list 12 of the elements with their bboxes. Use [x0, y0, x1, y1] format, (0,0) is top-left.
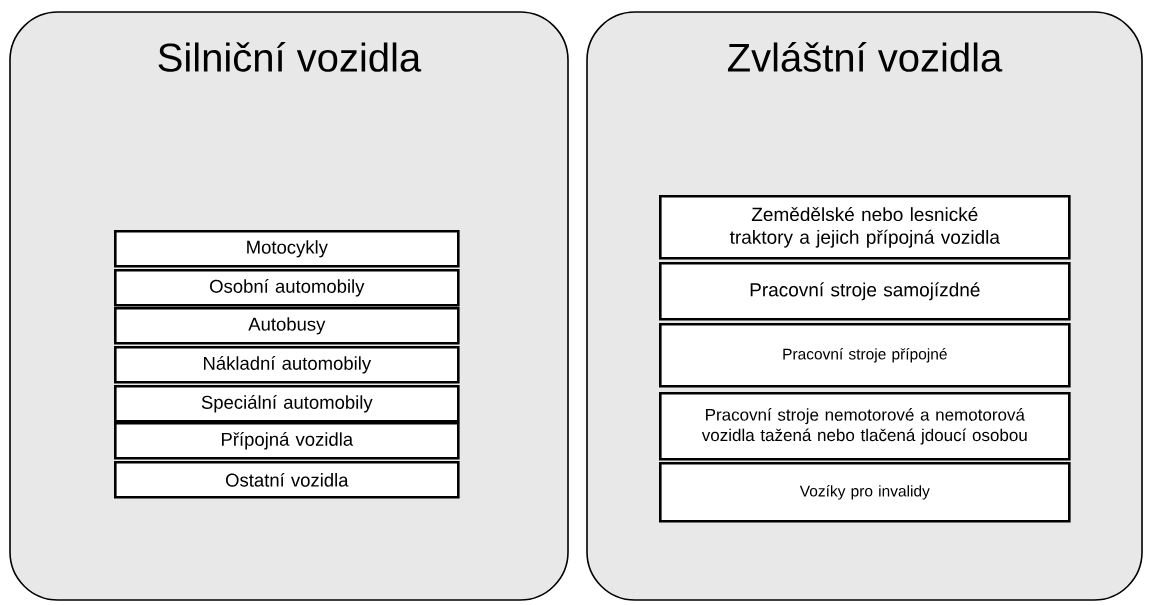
vehicle-type-box: Nákladní automobily	[114, 346, 460, 384]
vehicle-type-box: Vozíky pro invalidy	[659, 462, 1071, 523]
vehicle-type-box: Osobní automobily	[114, 269, 460, 307]
vehicle-type-box: Zemědělské nebo lesnické traktory a jejich přípojná vozidla	[659, 195, 1071, 260]
vehicle-type-box: Ostatní vozidla	[114, 461, 460, 499]
vehicle-type-box: Pracovní stroje nemotorové a nemotorová vozidla tažená nebo tlačená jdoucí osobou	[659, 392, 1071, 461]
vehicle-type-box: Motocykly	[114, 230, 460, 268]
vehicle-type-box: Pracovní stroje samojízdné	[659, 262, 1071, 321]
vehicle-type-box: Speciální automobily	[114, 385, 460, 423]
vehicle-type-box: Pracovní stroje přípojné	[659, 323, 1071, 388]
vehicle-type-box: Přípojná vozidla	[114, 422, 460, 460]
vehicle-type-box: Autobusy	[114, 307, 460, 345]
